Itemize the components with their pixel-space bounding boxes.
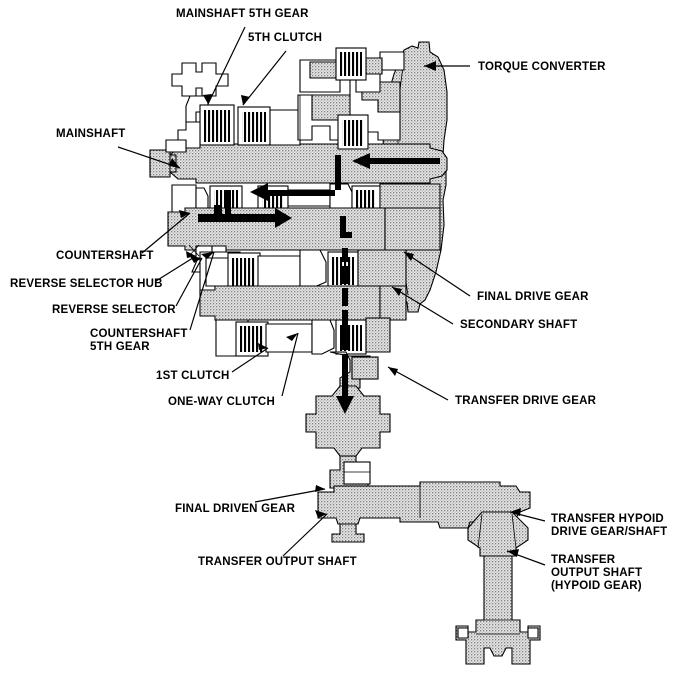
leader-lines-group [117, 26, 546, 566]
mainshaft-upper-gears [165, 47, 405, 153]
transfer-drive-gear-block [351, 356, 379, 380]
leader-one-way-clutch [281, 332, 299, 397]
label-mainshaft: MAINSHAFT [56, 128, 126, 140]
leader-transfer-output-hypoid-arrowhead [507, 549, 519, 557]
leader-final-driven-gear [254, 488, 326, 503]
leader-5th-clutch-arrowhead [241, 95, 250, 105]
label-reverse-selector-hub: REVERSE SELECTOR HUB [10, 278, 163, 290]
leader-1st-clutch-arrowhead [258, 343, 268, 350]
leader-reverse-selector [175, 257, 203, 307]
label-reverse-selector: REVERSE SELECTOR [52, 304, 176, 316]
label-1st-clutch: 1ST CLUTCH [156, 370, 230, 382]
leader-reverse-selector-hub-arrowhead [186, 251, 196, 258]
label-transfer-output-shaft: TRANSFER OUTPUT SHAFT [198, 556, 357, 568]
mainshaft-5th-gear-pack [199, 104, 235, 146]
label-mainshaft-5th-gear: MAINSHAFT 5TH GEAR [176, 8, 309, 20]
upper-right-clutch-pack-2 [337, 114, 369, 150]
label-5th-clutch: 5TH CLUTCH [248, 32, 322, 44]
flow-arrow-converter-to-mainshaft [352, 153, 440, 169]
5th-clutch-pack [237, 106, 271, 146]
mainshaft-assembly [149, 143, 448, 184]
power-flow-arrows [198, 153, 440, 414]
label-transfer-output-hypoid-1: TRANSFER [551, 554, 616, 566]
final-driven-shaft-assembly [317, 481, 531, 557]
leader-final-drive-gear-arrowhead [404, 252, 414, 261]
leader-final-driven-gear-arrowhead [315, 485, 325, 492]
1st-clutch-pack [227, 252, 261, 290]
label-one-way-clutch: ONE-WAY CLUTCH [168, 396, 275, 408]
label-secondary-shaft: SECONDARY SHAFT [460, 319, 577, 331]
lower-clutch-pack-2 [335, 319, 367, 355]
label-transfer-output-hypoid-3: (HYPOID GEAR) [551, 580, 642, 592]
leader-mainshaft-5th-gear-arrowhead [203, 94, 212, 104]
label-final-driven-gear: FINAL DRIVEN GEAR [175, 503, 296, 515]
lower-clutch-pack-1 [235, 321, 269, 357]
leader-transfer-drive-gear [387, 366, 449, 401]
leader-countershaft-arrowhead [179, 210, 190, 218]
leader-final-drive-gear [403, 251, 471, 297]
leader-mainshaft-5th-gear [207, 26, 246, 105]
hypoid-output-shaft [455, 555, 541, 665]
leader-mainshaft-arrowhead [169, 158, 180, 168]
flow-arrow-countershaft-right [198, 205, 292, 228]
leader-transfer-hypoid-arrowhead [510, 508, 521, 516]
labels-group: MAINSHAFT 5TH GEAR 5TH CLUTCH TORQUE CONVE… [10, 8, 667, 592]
leader-1st-clutch [231, 347, 269, 373]
upper-right-clutch-pack [335, 47, 367, 81]
label-countershaft-5th-gear-1: COUNTERSHAFT [90, 328, 188, 340]
leader-transfer-drive-gear-arrowhead [388, 367, 398, 376]
leader-secondary-shaft [391, 286, 454, 325]
leader-one-way-clutch-arrowhead [286, 333, 298, 341]
label-torque-converter: TORQUE CONVERTER [478, 61, 606, 73]
label-countershaft: COUNTERSHAFT [56, 250, 154, 262]
leader-transfer-output-shaft [282, 513, 328, 557]
secondary-shaft-bar [199, 285, 407, 321]
transfer-drive-assembly [305, 351, 391, 489]
label-transfer-output-hypoid-2: OUTPUT SHAFT [551, 567, 642, 579]
label-transfer-hypoid-2: DRIVE GEAR/SHAFT [551, 526, 667, 538]
leader-countershaft-5th-arrowhead [201, 252, 214, 259]
leader-countershaft-5th [189, 251, 215, 331]
leader-torque-converter-arrowhead [424, 61, 436, 71]
label-countershaft-5th-gear-2: 5TH GEAR [90, 341, 150, 353]
leader-reverse-selector-arrowhead [190, 256, 202, 263]
leader-countershaft [141, 212, 191, 254]
leader-transfer-output-shaft-arrowhead [315, 510, 327, 518]
flow-arrow-mainshaft-down [250, 155, 341, 201]
leader-reverse-selector-hub [155, 255, 197, 282]
lower-secondary-cluster [215, 317, 391, 357]
label-transfer-drive-gear: TRANSFER DRIVE GEAR [455, 395, 597, 407]
flow-arrow-secondary-down [336, 248, 354, 414]
leader-secondary-shaft-arrowhead [392, 287, 402, 296]
label-final-drive-gear: FINAL DRIVE GEAR [477, 291, 589, 303]
label-transfer-hypoid-1: TRANSFER HYPOID [551, 513, 664, 525]
leader-5th-clutch [242, 50, 287, 106]
